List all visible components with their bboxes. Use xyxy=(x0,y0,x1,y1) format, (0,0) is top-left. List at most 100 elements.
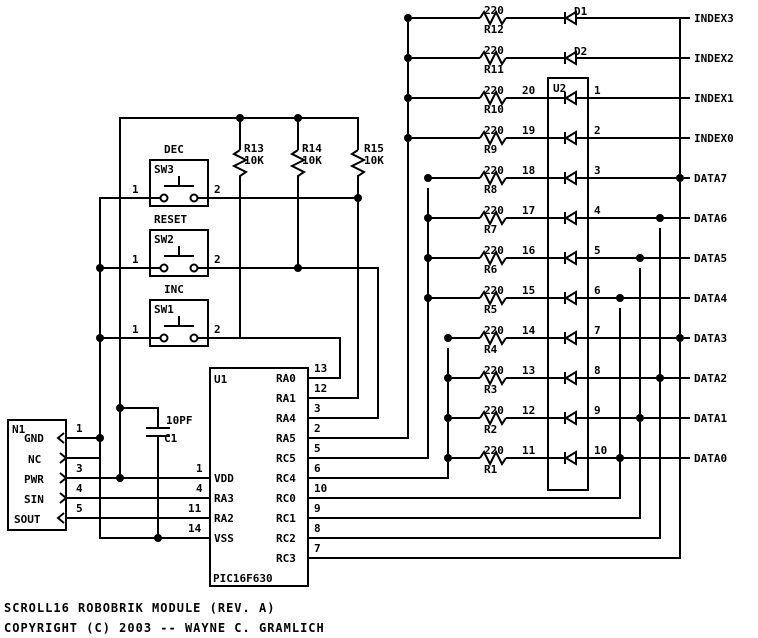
junction-dot xyxy=(424,254,432,262)
junction-dot xyxy=(616,454,624,462)
mcu-pin-name: RA2 xyxy=(214,512,234,525)
resistor-symbol xyxy=(479,9,507,27)
connector-n1: N1 GND NC PWR SIN SOUT 1 3 4 5 xyxy=(7,419,83,531)
resistor-symbol xyxy=(479,409,507,427)
resistor-ref: R11 xyxy=(484,63,504,76)
resistor-value: 220 xyxy=(484,164,504,177)
switch-label: INC xyxy=(164,283,184,296)
mcu-pin-number: 14 xyxy=(188,522,202,535)
u2-pin-right: 2 xyxy=(594,124,601,137)
resistor-symbol xyxy=(479,369,507,387)
schematic-copyright: COPYRIGHT (C) 2003 -- WAYNE C. GRAMLICH xyxy=(4,621,325,635)
switch-sw2: RESET SW2 1 2 xyxy=(132,213,221,277)
schematic-title: SCROLL16 ROBOBRIK MODULE (REV. A) xyxy=(4,601,275,615)
connector-pin-name: GND xyxy=(24,432,44,445)
resistor-ref: R10 xyxy=(484,103,504,116)
mcu-ref: U1 xyxy=(214,373,228,386)
mcu-pin-number: 8 xyxy=(314,522,321,535)
capacitor-ref: C1 xyxy=(164,432,178,445)
mcu-pin-number: 3 xyxy=(314,402,321,415)
u2-pin-left: 20 xyxy=(522,84,535,97)
connector-pin-name: SIN xyxy=(24,493,44,506)
led-array-u2: U2 xyxy=(547,77,589,491)
diode-ref: D1 xyxy=(574,5,588,18)
diode-symbol xyxy=(564,210,577,226)
resistor-value: 220 xyxy=(484,244,504,257)
capacitor-c1: 10PF C1 xyxy=(120,407,193,542)
mcu-pin-name: RA5 xyxy=(276,432,296,445)
junction-dot xyxy=(404,94,412,102)
resistor-ref: R2 xyxy=(484,423,497,436)
u2-pin-left: 11 xyxy=(522,444,536,457)
mcu-pin-name: RC1 xyxy=(276,512,296,525)
mcu-pin-number: 6 xyxy=(314,462,321,475)
switch-ref: SW1 xyxy=(154,303,174,316)
capacitor-value: 10PF xyxy=(166,414,193,427)
mcu-pin-number: 7 xyxy=(314,542,321,555)
connector-ref: N1 xyxy=(12,423,26,436)
junction-dot xyxy=(404,134,412,142)
junction-dot xyxy=(424,294,432,302)
connector-pin-name: SOUT xyxy=(14,513,41,526)
diode-symbol xyxy=(564,370,577,386)
junction-dot xyxy=(444,454,452,462)
resistor-ref: R9 xyxy=(484,143,497,156)
mcu-pin-name: RA0 xyxy=(276,372,296,385)
wire-gnd-vss xyxy=(99,438,210,539)
u2-pin-left: 13 xyxy=(522,364,535,377)
mcu-pin-number: 9 xyxy=(314,502,321,515)
resistor-ref: R14 xyxy=(302,142,322,155)
u2-pin-right: 6 xyxy=(594,284,601,297)
diode-symbol xyxy=(564,290,577,306)
junction-dot xyxy=(424,214,432,222)
connector-pin-number: 5 xyxy=(76,502,83,515)
mcu-pin-name: RA4 xyxy=(276,412,296,425)
mcu-u1: U1 PIC16F630 VDD RA3 RA2 VSS 1 4 11 14 R… xyxy=(188,362,327,587)
mcu-pin-name: RC2 xyxy=(276,532,296,545)
junction-dot xyxy=(444,414,452,422)
mcu-pin-name: RC3 xyxy=(276,552,296,565)
resistor-ref: R7 xyxy=(484,223,497,236)
resistor-r14: R14 10K xyxy=(289,142,322,268)
mcu-pin-name: VSS xyxy=(214,532,234,545)
signal-label: INDEX2 xyxy=(694,52,734,65)
switch-pin: 1 xyxy=(132,253,139,266)
junction-dot xyxy=(676,334,684,342)
u2-pin-left: 19 xyxy=(522,124,535,137)
resistor-ref: R8 xyxy=(484,183,497,196)
diode-symbol xyxy=(564,450,577,466)
resistor-symbol xyxy=(479,289,507,307)
diode-symbol xyxy=(564,130,577,146)
mcu-pin-number: 5 xyxy=(314,442,321,455)
u2-pin-left: 12 xyxy=(522,404,535,417)
connector-pin-name: NC xyxy=(28,453,41,466)
junction-dot xyxy=(656,214,664,222)
signal-label: DATA7 xyxy=(694,172,727,185)
signal-label: INDEX1 xyxy=(694,92,734,105)
resistor-ref: R6 xyxy=(484,263,498,276)
signal-label: DATA2 xyxy=(694,372,727,385)
junction-dot xyxy=(636,414,644,422)
diode-symbol xyxy=(564,250,577,266)
signal-label: DATA6 xyxy=(694,212,727,225)
wire-gnd xyxy=(66,197,150,439)
resistor-ref: R13 xyxy=(244,142,264,155)
switch-pin: 1 xyxy=(132,323,139,336)
switch-pin: 2 xyxy=(214,253,221,266)
switch-pin: 2 xyxy=(214,323,221,336)
junction-dot xyxy=(616,294,624,302)
resistor-value: 220 xyxy=(484,204,504,217)
mcu-pin-name: RA1 xyxy=(276,392,296,405)
u2-pin-right: 9 xyxy=(594,404,601,417)
mcu-pin-name: RC5 xyxy=(276,452,296,465)
signal-label: INDEX0 xyxy=(694,132,734,145)
u2-pin-right: 3 xyxy=(594,164,601,177)
resistor-ref: R3 xyxy=(484,383,497,396)
